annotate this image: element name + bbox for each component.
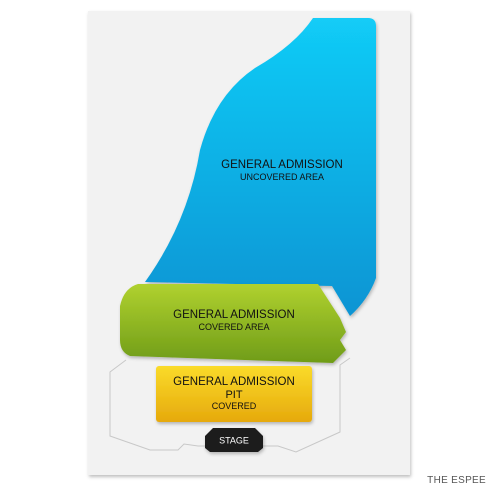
section-ga-uncovered-sublabel: UNCOVERED AREA — [240, 172, 324, 182]
section-ga-covered-shape[interactable] — [120, 284, 346, 363]
section-ga-covered[interactable]: GENERAL ADMISSION COVERED AREA — [120, 284, 346, 363]
venue-name: THE ESPEE — [427, 475, 486, 486]
section-ga-pit-label: GENERAL ADMISSION — [173, 376, 295, 388]
stage-label: STAGE — [219, 436, 249, 446]
stage-shape[interactable] — [205, 428, 263, 452]
stage[interactable]: STAGE — [205, 428, 263, 452]
section-ga-pit-shape[interactable] — [156, 366, 312, 422]
floor-outline — [109, 357, 351, 453]
section-ga-pit-sublabel: PIT — [225, 389, 242, 401]
section-ga-covered-label: GENERAL ADMISSION — [173, 309, 295, 321]
section-ga-pit-subsublabel: COVERED — [212, 401, 257, 411]
section-ga-uncovered-shape[interactable] — [145, 18, 376, 316]
section-ga-uncovered-label: GENERAL ADMISSION — [221, 159, 343, 171]
section-ga-covered-sublabel: COVERED AREA — [198, 322, 269, 332]
section-ga-pit[interactable]: GENERAL ADMISSION PIT COVERED — [156, 366, 312, 422]
section-ga-uncovered[interactable]: GENERAL ADMISSION UNCOVERED AREA — [145, 18, 376, 316]
